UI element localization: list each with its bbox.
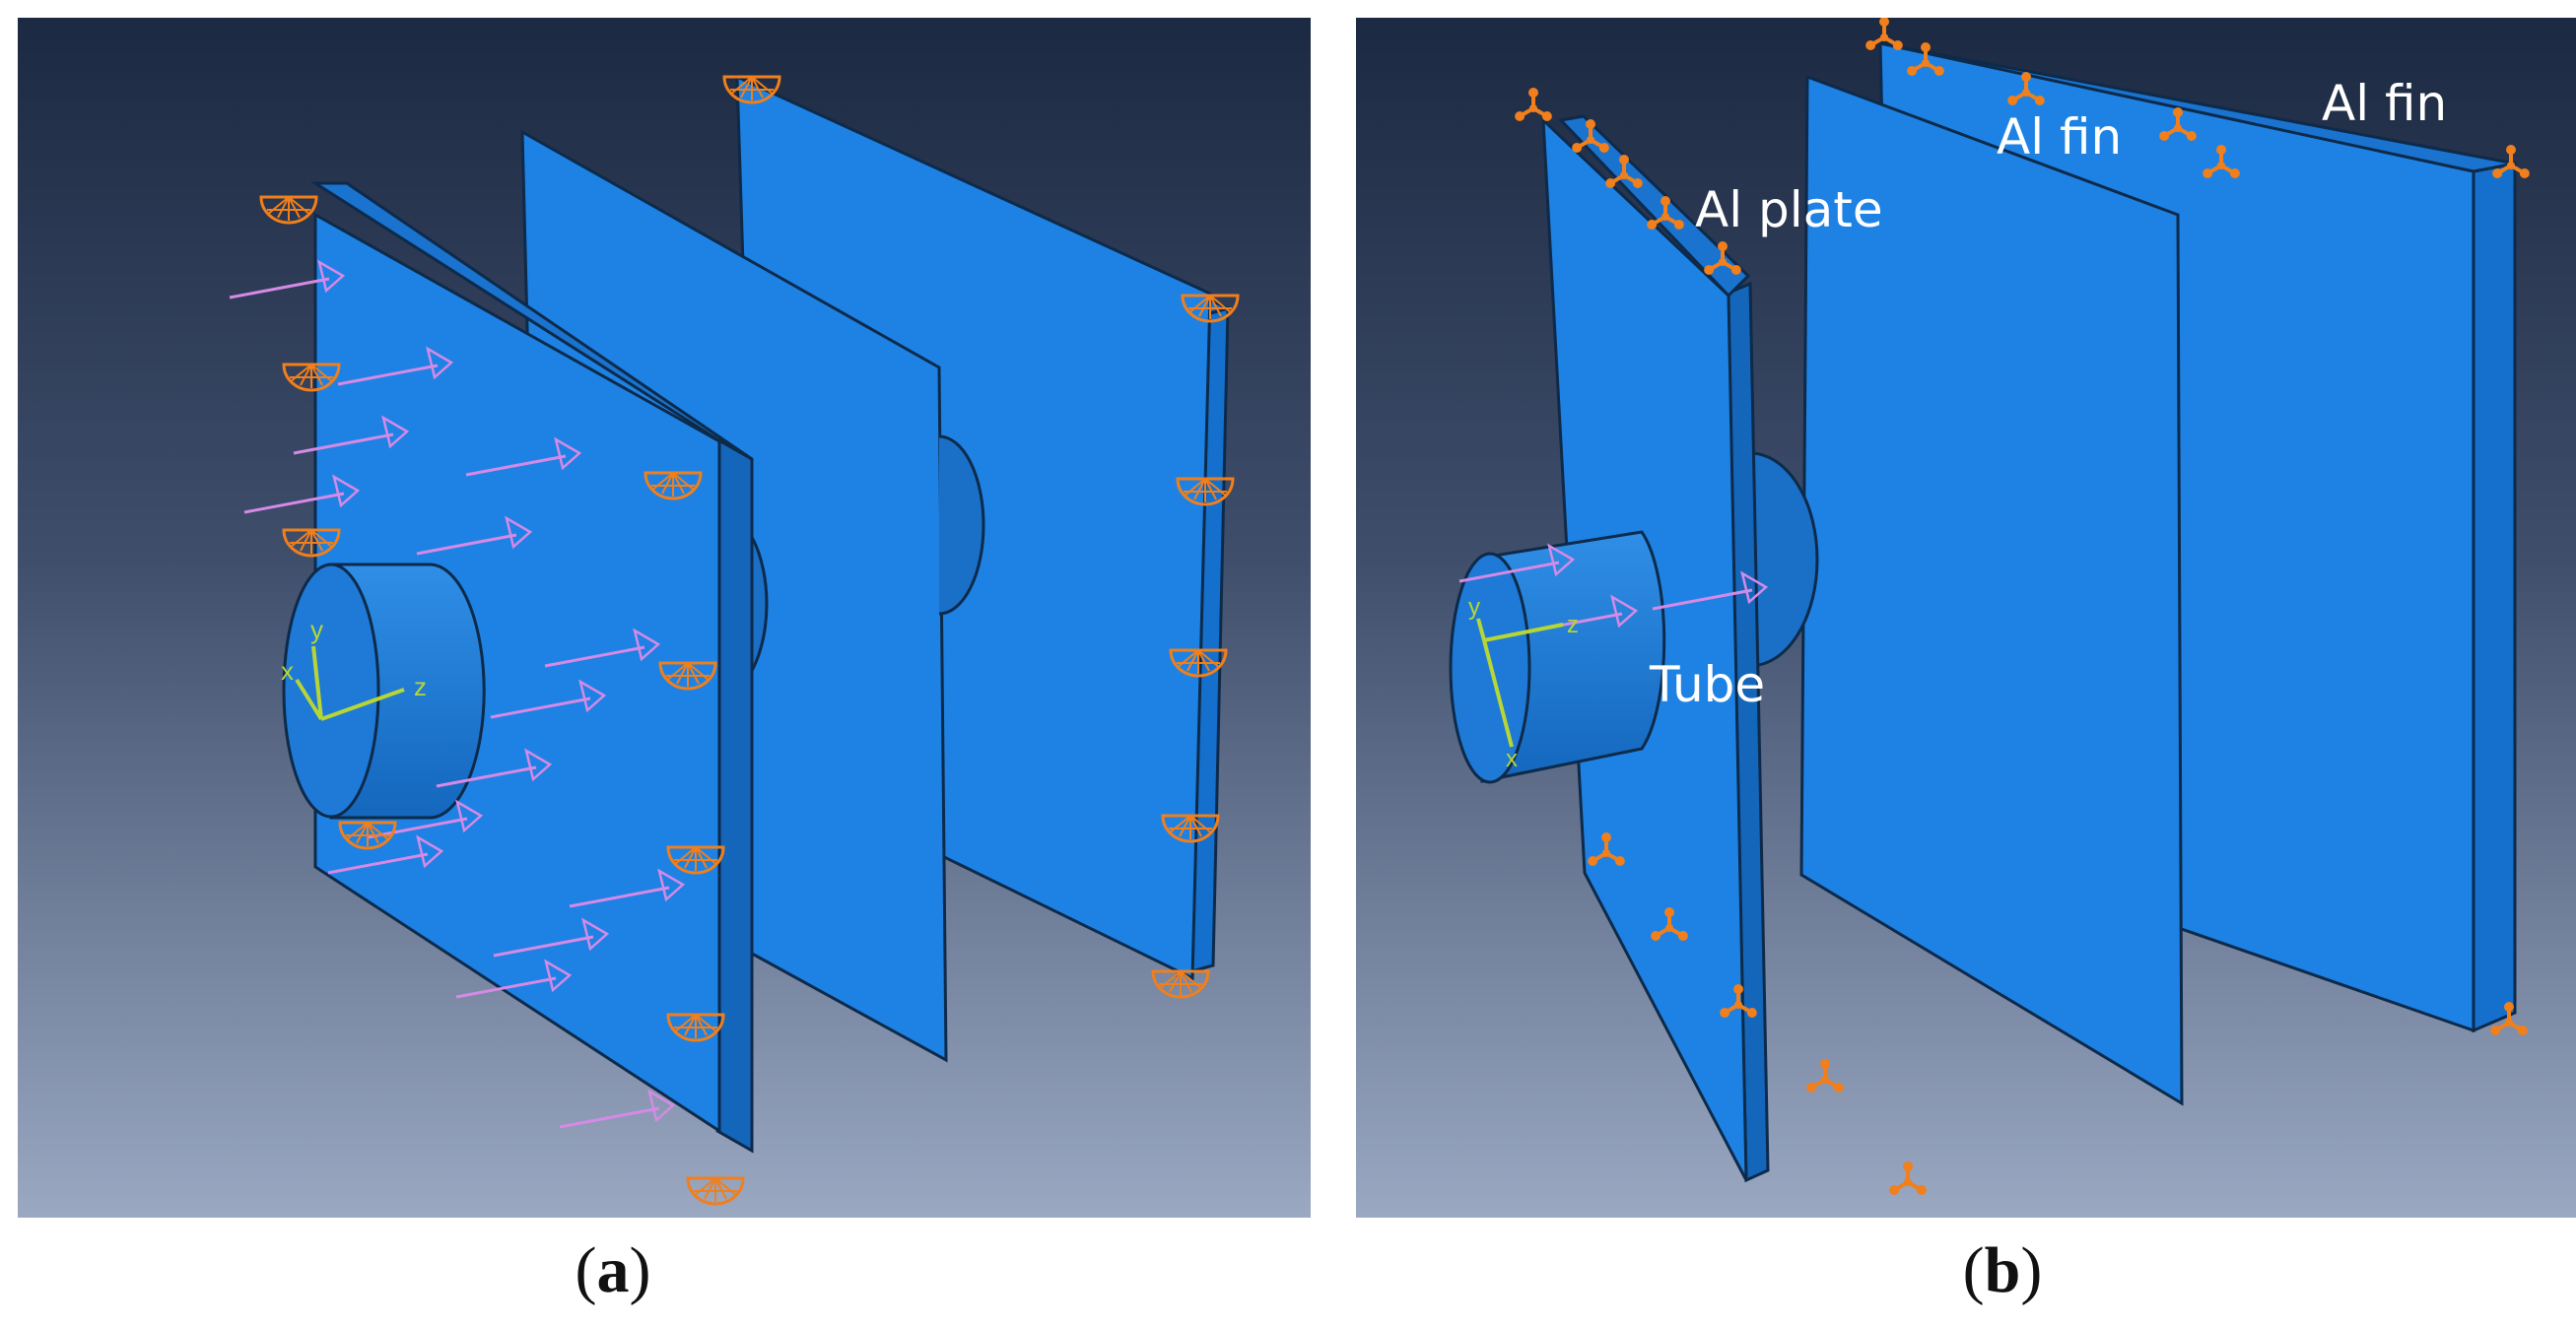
caption-letter: a	[596, 1234, 630, 1306]
axis-label-z: z	[1567, 612, 1579, 638]
symmetry-support-symbol	[1651, 907, 1688, 941]
fixed-support-symbol	[1181, 294, 1240, 323]
fixed-support-symbol	[282, 363, 341, 392]
load-arrow	[1652, 570, 1769, 611]
symmetry-support-symbol	[2007, 72, 2045, 105]
symmetry-support-symbol	[2203, 145, 2240, 178]
fixed-support-symbol	[1169, 648, 1228, 678]
symmetry-support-symbol	[1515, 88, 1552, 121]
axis-label-y: y	[310, 615, 323, 644]
axis-label-y: y	[1468, 594, 1480, 621]
fixed-support-symbol	[338, 821, 397, 850]
symmetry-support-symbol	[1588, 832, 1625, 866]
label-tube: Tube	[1649, 656, 1765, 713]
load-arrow	[493, 917, 610, 958]
caption-close: )	[629, 1234, 651, 1306]
label-al-fin-back: Al fin	[2322, 75, 2447, 132]
axis-label-x: x	[1506, 746, 1518, 772]
symmetry-support-symbol	[1605, 155, 1643, 188]
symmetry-support-symbol	[2490, 1002, 2528, 1035]
load-arrow	[229, 259, 346, 299]
load-arrow	[436, 748, 553, 788]
pressure-load-arrows	[229, 259, 686, 1129]
fixed-support-symbol	[644, 471, 703, 500]
load-arrow	[490, 679, 607, 719]
symmetry-support-symbol	[1720, 984, 1757, 1018]
caption-open: (	[575, 1234, 597, 1306]
boundary-condition-symbols	[1515, 18, 2530, 1195]
caption-open: (	[1962, 1234, 1985, 1306]
symmetry-support-symbol	[1704, 241, 1741, 275]
symmetry-support-symbol	[1647, 196, 1684, 230]
label-al-fin-middle: Al fin	[1997, 108, 2122, 166]
symmetry-support-symbol	[1889, 1161, 1927, 1195]
caption-b: (b)	[1855, 1233, 2150, 1308]
fixed-support-symbol	[666, 845, 725, 875]
caption-letter: b	[1984, 1234, 2021, 1306]
pressure-load-arrows	[1458, 543, 1769, 634]
load-arrow	[327, 834, 444, 875]
load-arrow	[544, 628, 661, 668]
load-arrow	[1458, 543, 1576, 583]
axis-label-x: x	[281, 656, 294, 686]
symmetry-support-symbol	[1865, 18, 1903, 50]
fixed-support-symbol	[259, 195, 318, 225]
load-arrow	[243, 474, 361, 514]
viewport-panel-b: z y x Al plate Al fin Al fin Tube	[1356, 18, 2576, 1218]
symmetry-support-symbol	[1572, 119, 1609, 153]
axis-label-z: z	[414, 672, 427, 701]
symmetry-support-symbol	[1806, 1059, 1844, 1093]
fixed-support-symbol	[658, 661, 717, 691]
load-arrow	[337, 346, 454, 386]
fixed-support-symbol	[1151, 969, 1210, 999]
axis-triad	[295, 645, 405, 721]
load-arrow	[559, 1089, 676, 1129]
caption-close: )	[2020, 1234, 2043, 1306]
boundary-condition-symbols	[259, 75, 1240, 1206]
tube-front	[282, 563, 486, 820]
fixed-support-symbol	[282, 528, 341, 558]
symmetry-support-symbol	[2159, 107, 2197, 141]
caption-a: (a)	[465, 1233, 761, 1308]
load-arrow	[293, 415, 410, 455]
symmetry-support-symbol	[2492, 145, 2530, 178]
load-arrow	[465, 436, 582, 477]
load-arrow	[455, 959, 573, 999]
fixed-support-symbol	[686, 1176, 745, 1206]
fixed-support-symbol	[666, 1013, 725, 1042]
label-al-plate: Al plate	[1695, 181, 1883, 238]
tube-front	[1449, 530, 1666, 784]
symmetry-support-symbol	[1907, 42, 1944, 76]
al-plate-front	[309, 181, 754, 1154]
tube-segment-middle	[1749, 451, 1819, 668]
fixed-support-symbol	[722, 75, 781, 104]
load-arrow	[367, 799, 484, 839]
fixed-support-symbol	[1176, 477, 1235, 506]
viewport-panel-a: z y x	[18, 18, 1311, 1218]
load-arrow	[416, 515, 533, 556]
axis-triad	[1476, 618, 1564, 748]
load-arrow	[569, 868, 686, 908]
fixed-support-symbol	[1161, 814, 1220, 843]
